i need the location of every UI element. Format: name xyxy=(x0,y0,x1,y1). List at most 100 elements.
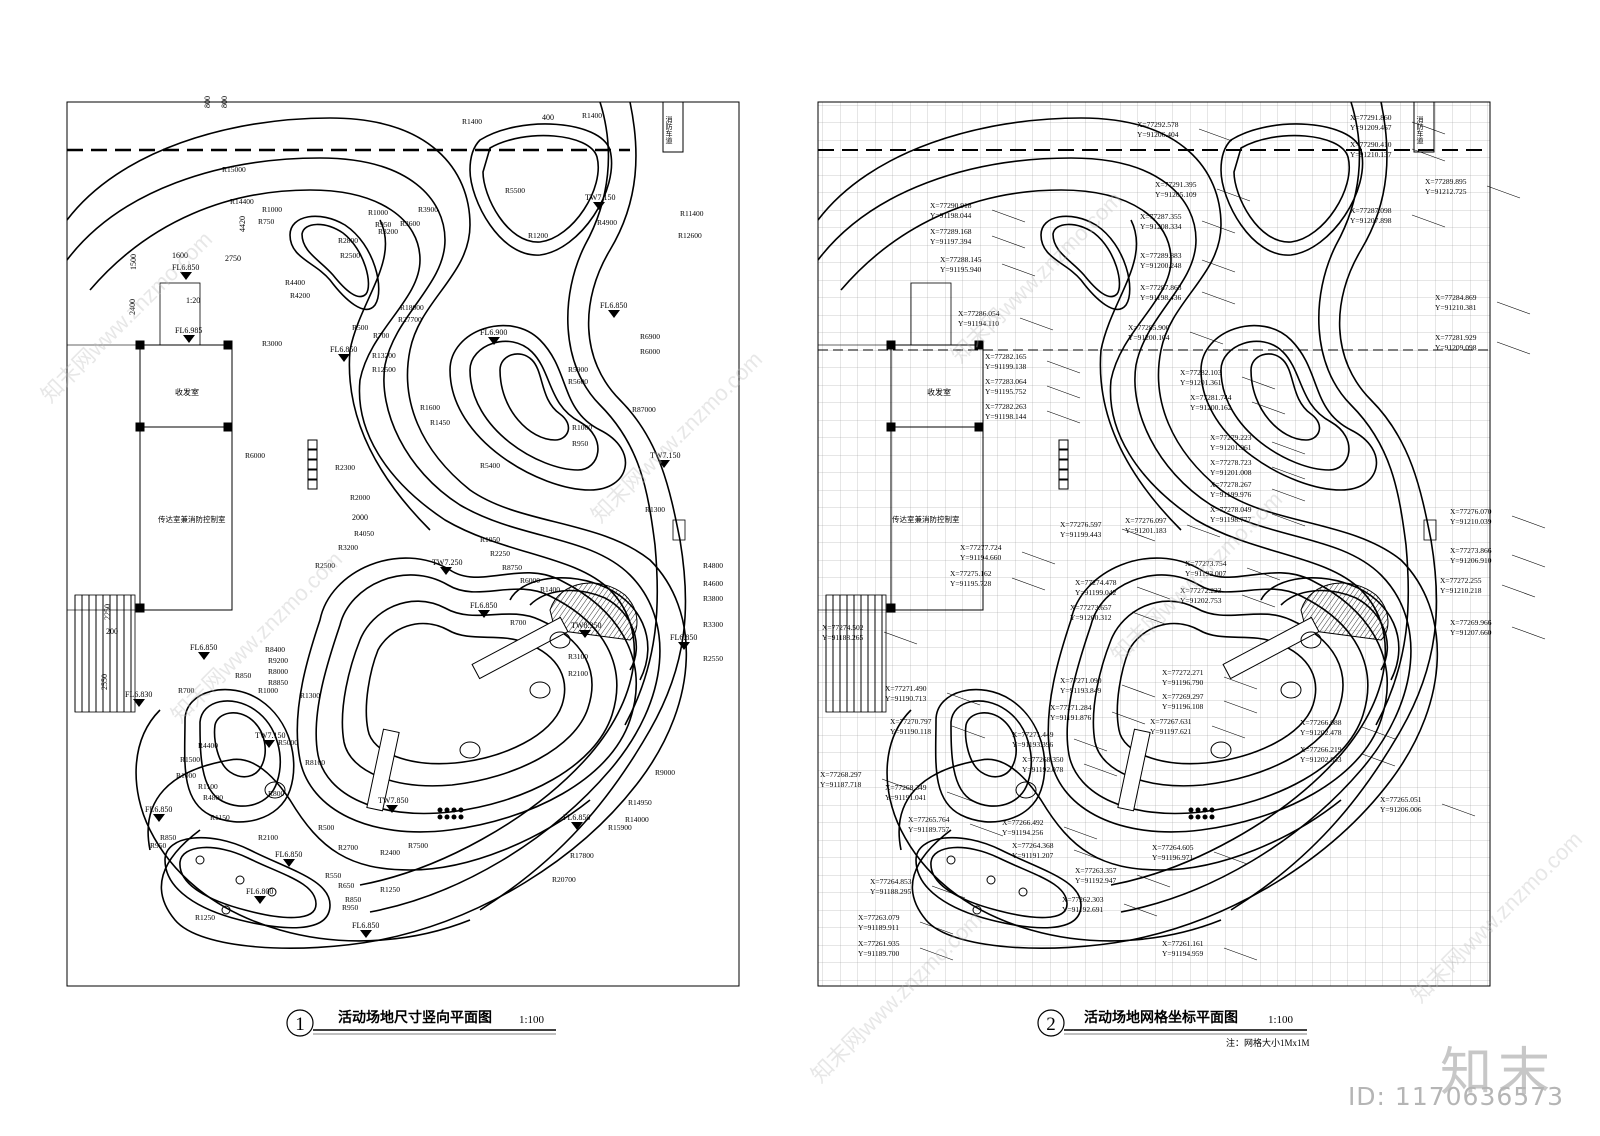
bridge-deck xyxy=(1117,728,1151,812)
coord-x-label: X=77283.064 xyxy=(985,377,1027,386)
coord-y-label: Y=91209.098 xyxy=(1435,343,1477,352)
elevation-label: FL6.850 xyxy=(600,301,627,310)
play-dot xyxy=(437,807,443,813)
coord-y-label: Y=91189.700 xyxy=(858,949,899,958)
right-coordinates: X=77292.578Y=91206.404X=77291.860Y=91209… xyxy=(820,113,1492,958)
room-label: 传达室兼消防控制室 xyxy=(892,514,960,524)
coord-x-label: X=77263.079 xyxy=(858,913,900,922)
contour-path xyxy=(89,189,636,886)
radius-label: R650 xyxy=(338,881,355,890)
radius-label: R850 xyxy=(160,833,177,842)
elevation-label: FL6.850 xyxy=(330,345,357,354)
radius-label: R3800 xyxy=(703,594,723,603)
radius-label: R7500 xyxy=(408,841,428,850)
radius-label: R1250 xyxy=(195,913,215,922)
radius-label: R2500 xyxy=(340,251,360,260)
hopscotch-square xyxy=(1058,469,1069,480)
boulder xyxy=(1210,741,1232,759)
coord-y-label: Y=91210.137 xyxy=(1350,150,1392,159)
leader-line xyxy=(1501,584,1536,598)
radius-label: R950 xyxy=(375,220,392,229)
play-dot xyxy=(458,814,464,820)
stair-block xyxy=(825,594,887,713)
leader-line xyxy=(1063,826,1098,840)
leader-line xyxy=(946,692,981,706)
column xyxy=(135,340,145,350)
radius-label: R12600 xyxy=(678,231,702,240)
radius-label: R1400 xyxy=(582,111,602,120)
play-dot xyxy=(1188,814,1194,820)
drain-box xyxy=(672,519,686,541)
stair-block xyxy=(74,594,136,713)
room-label: 收发室 xyxy=(175,387,199,397)
radius-label: R1450 xyxy=(430,418,450,427)
radius-label: R1150 xyxy=(210,813,230,822)
leader-line xyxy=(1136,874,1171,888)
coord-x-label: X=77289.883 xyxy=(1140,251,1182,260)
leader-line xyxy=(1046,410,1081,424)
leader-line xyxy=(1246,567,1281,581)
contour-path xyxy=(1066,574,1369,815)
coord-x-label: X=77276.070 xyxy=(1450,507,1492,516)
radius-label: R1100 xyxy=(198,782,218,791)
coord-y-label: Y=91199.138 xyxy=(985,362,1026,371)
contour-path xyxy=(1040,215,1131,311)
dimension-label: 2250 xyxy=(103,604,112,620)
contour-path xyxy=(1318,101,1410,726)
contour-path xyxy=(449,324,627,491)
contour-path xyxy=(213,712,266,778)
column xyxy=(886,603,896,613)
coord-x-label: X=77275.162 xyxy=(950,569,992,578)
coord-x-label: X=77266.088 xyxy=(1300,718,1342,727)
leader-line xyxy=(1223,676,1258,690)
coord-y-label: Y=91196.108 xyxy=(1162,702,1203,711)
elevation-marker xyxy=(593,202,605,210)
leader-line xyxy=(1001,263,1036,277)
radius-label: R850 xyxy=(345,895,362,904)
coord-x-label: X=77286.054 xyxy=(958,309,1000,318)
coord-x-label: X=77282.165 xyxy=(985,352,1027,361)
coord-y-label: Y=91196.790 xyxy=(1162,678,1203,687)
hopscotch-square xyxy=(307,479,318,490)
coord-y-label: Y=91200.248 xyxy=(1140,261,1182,270)
coord-x-label: X=77282.103 xyxy=(1180,368,1222,377)
coord-y-label: Y=91189.911 xyxy=(858,923,899,932)
elevation-label: TW7.150 xyxy=(650,451,680,460)
contour-path xyxy=(1200,324,1378,491)
contour-path xyxy=(934,688,1046,823)
play-dot xyxy=(444,807,450,813)
radius-label: R1000 xyxy=(368,208,388,217)
dimension-label: 2000 xyxy=(352,513,368,522)
brand-logo: 知末 xyxy=(1439,1043,1556,1103)
elevation-label: FL6.985 xyxy=(175,326,202,335)
coord-x-label: X=77271.090 xyxy=(1060,676,1102,685)
coord-y-label: Y=91210.218 xyxy=(1440,586,1482,595)
coord-y-label: Y=91198.044 xyxy=(930,211,971,220)
leader-line xyxy=(1198,128,1233,142)
leader-line xyxy=(1496,341,1531,355)
coord-y-label: Y=91205.109 xyxy=(1155,190,1197,199)
coord-x-label: X=77271.449 xyxy=(1012,730,1054,739)
coord-y-label: Y=91188.265 xyxy=(822,633,863,642)
radius-label: R4600 xyxy=(703,579,723,588)
elevation-marker xyxy=(579,630,591,638)
hopscotch-square xyxy=(1058,439,1069,450)
leader-line xyxy=(1216,188,1251,202)
contour-path xyxy=(930,846,1068,919)
coord-x-label: X=77268.349 xyxy=(885,783,927,792)
coord-x-label: X=77276.097 xyxy=(1125,516,1167,525)
radius-label: R3200 xyxy=(338,543,358,552)
coord-y-label: Y=91199.976 xyxy=(1210,490,1251,499)
column xyxy=(223,340,233,350)
entry-vestibule xyxy=(159,282,201,346)
coord-y-label: Y=91192.078 xyxy=(1022,765,1063,774)
leader-line xyxy=(919,921,954,935)
contour-path xyxy=(1230,101,1438,911)
elevation-label: FL6.850 xyxy=(190,643,217,652)
coord-x-label: X=77266.492 xyxy=(1002,818,1044,827)
contour-path xyxy=(482,134,599,243)
contour-path xyxy=(183,688,295,823)
coord-x-label: X=77264.605 xyxy=(1152,843,1194,852)
dimension-label: 800 xyxy=(203,96,212,108)
